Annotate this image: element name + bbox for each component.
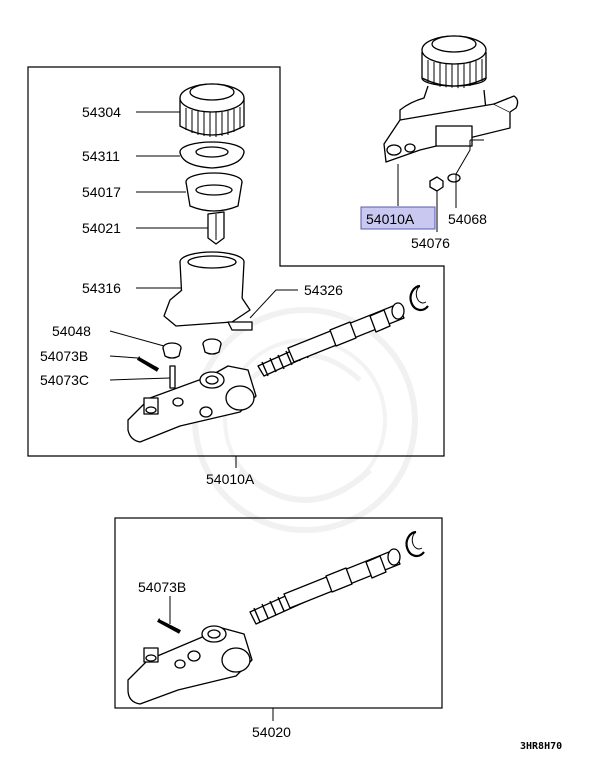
label-54304[interactable]: 54304 <box>82 104 121 120</box>
label-54076[interactable]: 54076 <box>411 235 450 251</box>
leader-54068 <box>455 140 471 208</box>
part-snap-ring-upper <box>409 284 429 312</box>
label-54010A-box[interactable]: 54010A <box>206 471 255 487</box>
diagram-code: 3HR8H70 <box>520 741 562 752</box>
part-54311-diaphragm <box>179 141 245 169</box>
part-piston-lower <box>283 548 401 609</box>
label-54017[interactable]: 54017 <box>82 184 121 200</box>
leader-54073C <box>109 377 171 381</box>
assembled-master-cylinder <box>383 35 519 192</box>
label-54073B-top[interactable]: 54073B <box>40 348 88 364</box>
label-54073C[interactable]: 54073C <box>40 372 89 388</box>
part-cylinder-body-lower <box>127 625 253 705</box>
part-54304-cap <box>179 83 245 137</box>
group-54020-box <box>114 517 443 709</box>
group-54010A-box <box>27 66 445 457</box>
leader-54326 <box>249 289 298 319</box>
part-54316-reservoir <box>163 251 253 331</box>
part-54048-grommets <box>162 338 222 359</box>
label-54326[interactable]: 54326 <box>304 282 343 298</box>
label-54073B-bottom[interactable]: 54073B <box>138 579 186 595</box>
part-cylinder-body-upper <box>127 365 257 443</box>
label-54020[interactable]: 54020 <box>252 724 291 740</box>
label-54010A-highlight[interactable]: 54010A <box>366 211 415 227</box>
part-54073B-pin-bottom <box>157 618 181 634</box>
leader-54073B-top <box>109 355 139 359</box>
label-54068[interactable]: 54068 <box>448 211 487 227</box>
part-54073C-pin <box>169 365 176 389</box>
part-54017-strainer <box>185 172 243 212</box>
label-54048[interactable]: 54048 <box>52 323 91 339</box>
label-54316[interactable]: 54316 <box>82 280 121 296</box>
leader-54048 <box>109 330 165 347</box>
label-54311[interactable]: 54311 <box>82 148 120 164</box>
label-54021[interactable]: 54021 <box>82 220 121 236</box>
part-54073B-pin-top <box>136 356 160 372</box>
part-54021-clip <box>207 211 225 245</box>
highlight-box-54010A[interactable] <box>360 206 436 230</box>
part-piston-upper <box>287 302 405 363</box>
part-snap-ring-lower <box>405 530 425 558</box>
